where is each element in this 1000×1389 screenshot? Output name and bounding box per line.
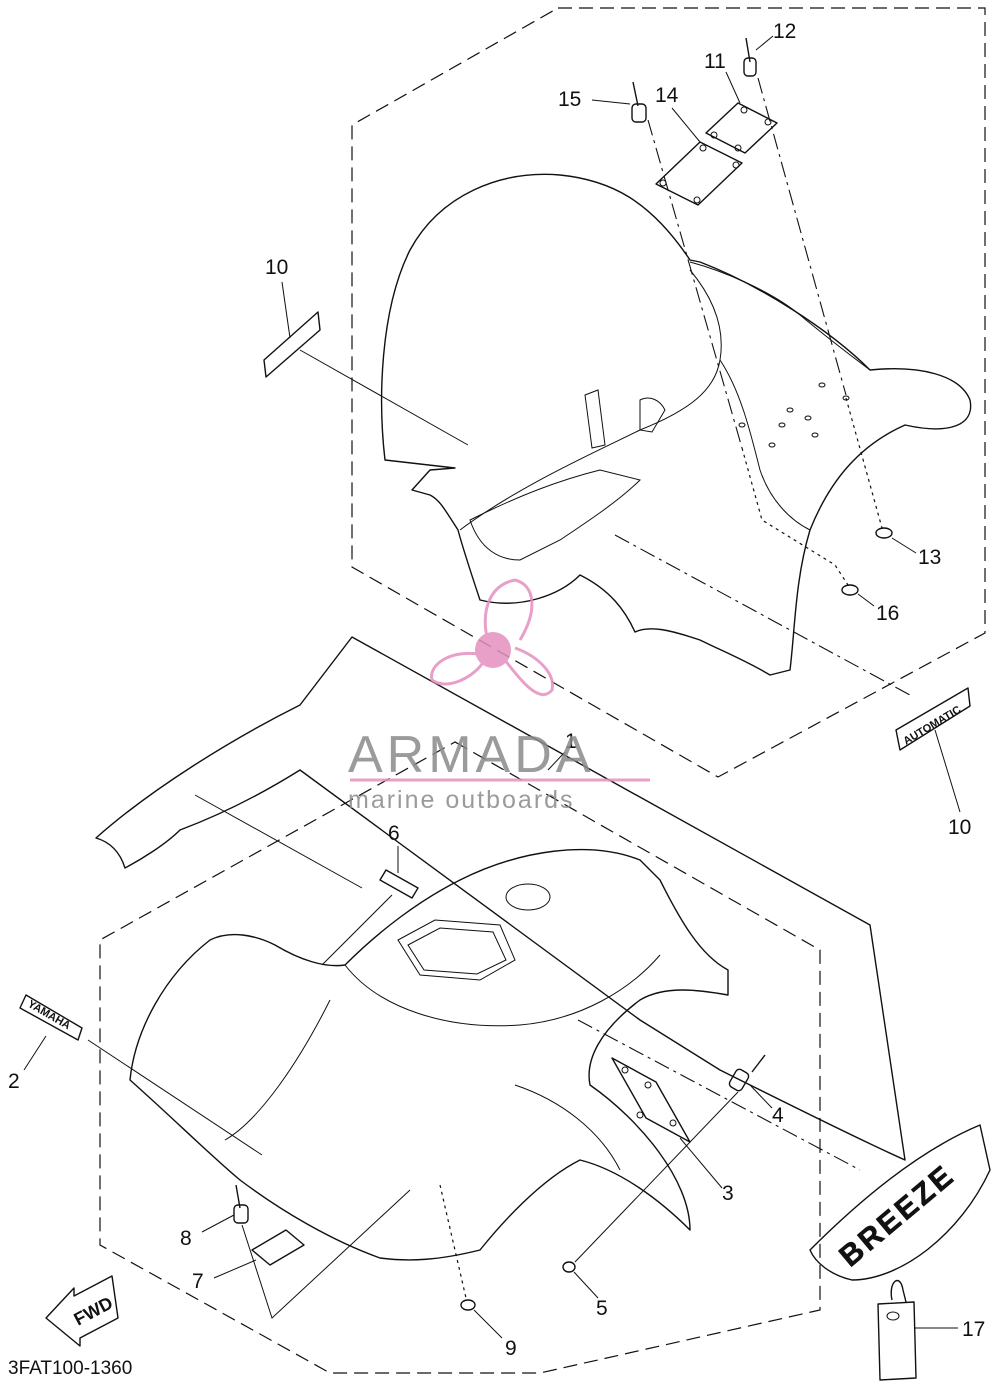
tag-17 bbox=[877, 1279, 917, 1381]
fwd-arrow-icon: FWD bbox=[45, 1275, 119, 1347]
breeze-decal-text: BREEZE bbox=[833, 1158, 961, 1273]
rivet-8 bbox=[233, 1184, 249, 1224]
automatic-decal: AUTOMATIC bbox=[895, 687, 971, 751]
rear-fender-assembly: AUTOMATIC bbox=[263, 7, 986, 813]
washer-9 bbox=[460, 1299, 476, 1311]
front-fender-crown bbox=[344, 954, 661, 1027]
callout-9: 9 bbox=[505, 1337, 517, 1360]
fwd-arrow-text: FWD bbox=[70, 1293, 116, 1330]
label-10-left bbox=[263, 311, 321, 378]
callout-6: 6 bbox=[388, 822, 400, 845]
rear-fender-holes bbox=[738, 382, 850, 448]
front-fender-cap-hole bbox=[505, 883, 551, 911]
front-group-boundary bbox=[99, 741, 821, 1374]
callout-1: 1 bbox=[565, 730, 577, 753]
rivet-4 bbox=[728, 1054, 766, 1092]
plate-14 bbox=[655, 141, 743, 206]
plate-11 bbox=[705, 102, 778, 154]
callout-16: 16 bbox=[876, 602, 899, 625]
washer-5 bbox=[562, 1261, 576, 1273]
rear-fender-seat-recess bbox=[469, 469, 641, 561]
callout-10-left: 10 bbox=[265, 256, 288, 279]
watermark-title: ARMADA bbox=[348, 726, 594, 784]
callout-8: 8 bbox=[180, 1227, 192, 1250]
yamaha-decal: YAMAHA bbox=[19, 994, 83, 1041]
rear-fender-side-panel bbox=[719, 359, 811, 531]
plate-7 bbox=[251, 1229, 305, 1266]
armada-watermark: ARMADA marine outboards bbox=[348, 578, 650, 814]
front-fender-body bbox=[129, 848, 729, 1261]
rear-fender-outline bbox=[380, 173, 972, 676]
callout-11: 11 bbox=[704, 50, 726, 73]
propeller-logo-icon bbox=[430, 578, 554, 697]
callout-17: 17 bbox=[962, 1318, 985, 1341]
rivet-12 bbox=[743, 37, 757, 77]
callout-15: 15 bbox=[558, 88, 581, 111]
callout-4: 4 bbox=[772, 1104, 784, 1127]
callout-14: 14 bbox=[655, 84, 679, 107]
rear-fender-lip bbox=[689, 261, 871, 371]
drawing-code: 3FAT100-1360 bbox=[8, 1358, 132, 1379]
callout-10-right: 10 bbox=[948, 816, 971, 839]
callout-12: 12 bbox=[773, 20, 796, 43]
plate-holes bbox=[659, 106, 772, 204]
washer-13 bbox=[875, 527, 893, 539]
rivet-15 bbox=[631, 81, 647, 123]
callout-13: 13 bbox=[918, 546, 941, 569]
breeze-decal: BREEZE bbox=[809, 1124, 991, 1281]
callout-5: 5 bbox=[596, 1297, 608, 1320]
washer-16 bbox=[841, 584, 859, 596]
automatic-decal-text: AUTOMATIC bbox=[901, 704, 963, 748]
plate-3 bbox=[611, 1057, 691, 1143]
front-fender-skirt bbox=[95, 636, 906, 1161]
callout-2: 2 bbox=[8, 1070, 20, 1093]
front-fender-seat-opening bbox=[397, 919, 516, 981]
callouts: 1 2 3 4 5 6 7 8 9 10 10 11 12 13 14 15 1… bbox=[8, 20, 985, 1379]
callout-7: 7 bbox=[192, 1270, 204, 1293]
rear-fender-ridge bbox=[584, 389, 666, 449]
rear-fender-inner-line bbox=[459, 269, 722, 531]
watermark-subtitle: marine outboards bbox=[348, 786, 575, 814]
label-6 bbox=[379, 869, 419, 899]
callout-3: 3 bbox=[722, 1182, 734, 1205]
rear-group-boundary bbox=[351, 7, 986, 778]
